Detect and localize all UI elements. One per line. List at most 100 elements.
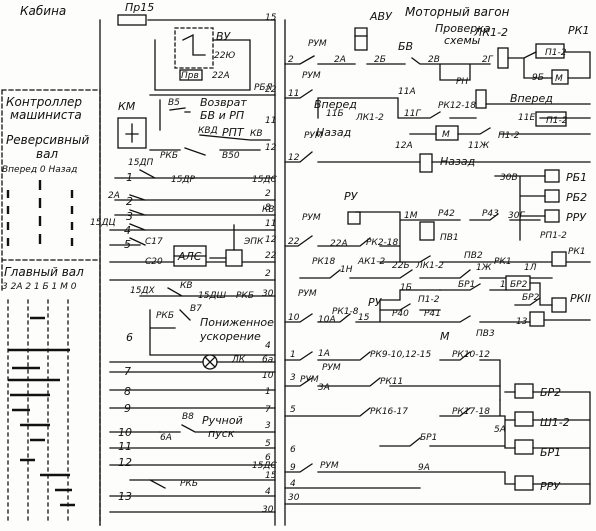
lk-label: ЛК — [231, 355, 246, 365]
wire-22yu: 22Ю — [214, 51, 235, 61]
wire-1a: 1А — [318, 349, 330, 359]
low-accel: РКБ В7 Пониженное ускорение — [149, 304, 276, 356]
rwire-5: 5 — [290, 405, 296, 415]
row-3-right: РУМ 3А РК11 — [284, 375, 501, 393]
br2-label-2: БР2 — [522, 293, 540, 303]
controller-title-1: Контроллер — [6, 95, 82, 109]
rwire-1: 1 — [290, 350, 296, 360]
main-buses — [99, 19, 286, 526]
wire-11b: 11Б — [326, 109, 344, 119]
rwire-12: 12 — [288, 153, 300, 163]
pv2-block: РК18 1Н АК1-2 22Б ЛК1-2 ПВ2 1Ж РК1 1Л — [299, 251, 567, 279]
lk12-label: ЛК1-2 — [473, 26, 508, 39]
wire-5a: 5А — [494, 425, 506, 435]
wire-11e: 11Е — [518, 113, 535, 123]
wire-10: 10 — [262, 371, 274, 381]
reverser-title-1: Реверсивный — [6, 133, 89, 147]
wire-15ds-1: 15ДС — [252, 175, 277, 185]
row-10-right: РУМ 10А РК1-8 РУ 15 1Б П1-2 Р40 Р41 М ПВ… — [284, 283, 591, 343]
wire-15dc: 15ДЦ — [90, 218, 115, 228]
m-label-2: М — [442, 130, 450, 140]
km-block: КМ — [117, 100, 147, 149]
wire-1: 1 — [265, 387, 271, 397]
wire-2-a: 2 — [265, 189, 271, 199]
p12-label-3: П1-2 — [498, 131, 520, 141]
rwire-4: 4 — [290, 479, 296, 489]
rk1718-label: РК17-18 — [452, 407, 490, 417]
kvd-label: КВД — [198, 126, 218, 136]
v8-label: В8 — [182, 412, 194, 422]
mainshaft-title: Главный вал — [4, 265, 84, 279]
rk218-label: РК2-18 — [366, 238, 399, 248]
rb-column: 30В РБ1 РБ2 РРУ — [494, 169, 587, 241]
p43-label: Р43 — [482, 209, 499, 219]
mainshaft-scale: 3 2А 2 1 Б 1 М 0 — [2, 282, 77, 292]
wire-15ds-2: 15ДС — [252, 461, 277, 471]
wire-15: 15 — [265, 13, 277, 23]
rwire-22: 22 — [288, 237, 300, 247]
wire-15-b: 15 — [265, 471, 277, 481]
rk18-label-2: РК1-8 — [332, 307, 359, 317]
rkb-label-4: РКБ — [180, 479, 198, 489]
wire-1n: 1Н — [340, 265, 353, 275]
wire-22a-top: 22А — [212, 71, 230, 81]
mainshaft-dashes — [7, 299, 75, 521]
wire-2b: 2Б — [374, 55, 386, 65]
reverser-positions: Вперед 0 Назад — [2, 165, 77, 175]
row-numbers: 1 2 3 4 5 6 7 8 9 10 11 12 13 — [118, 171, 133, 503]
bottom-left: 15ДС РКБ — [109, 461, 277, 513]
ru-label-2: РУ — [368, 296, 383, 309]
p41-label: Р41 — [424, 309, 441, 319]
als-epk: КВ С17 С20 АЛС ЭПК — [145, 205, 275, 267]
reverser-title-2: вал — [36, 147, 58, 161]
wire-2g: 2Г — [482, 55, 494, 65]
manual-start: В8 6А Ручной пуск — [159, 412, 276, 443]
wire-3a: 3А — [318, 383, 330, 393]
wire-22b: 22Б — [392, 261, 410, 271]
wire-1zh: 1Ж — [476, 263, 492, 273]
ak12-label: АК1-2 — [357, 257, 386, 267]
kv-label-3: КВ — [180, 281, 193, 291]
v50-label: В50 — [222, 151, 240, 161]
wire-7: 7 — [265, 405, 271, 415]
rpt-label: РПТ — [222, 126, 245, 139]
rb1-label: РБ1 — [566, 171, 587, 184]
wire-22-a: 22 — [265, 85, 277, 95]
rum-label-3: РУМ — [304, 131, 323, 141]
cab-header: Кабина — [20, 4, 66, 18]
check-header-1: Проверка — [435, 22, 491, 35]
ru-block: РУМ РУ 22А РК2-18 1М ПВ1 Р42 Р43 30Г РП1… — [284, 190, 591, 263]
p12-label-1: П1-2 — [545, 48, 567, 58]
nazad-contact-label: Назад — [316, 126, 351, 139]
row-1-right: 1А РУМ РК9-10,12-15 РК10-12 — [284, 349, 501, 401]
rru-label-2: РРУ — [540, 480, 561, 493]
wire-6: 6 — [265, 453, 271, 463]
rwire-10: 10 — [288, 313, 300, 323]
wire-9a: 9А — [418, 463, 430, 473]
vozvrat-block: В5 Возврат БВ и РП КВД РПТ КВ РБЛ — [149, 83, 276, 141]
pv2-label: ПВ2 — [464, 251, 483, 261]
rum-label-1: РУМ — [308, 39, 327, 49]
bus-wire-numbers-left: 15 22 11 12 2 8 11 12 22 2 30 4 6а 10 1 … — [262, 13, 277, 515]
rk910-label: РК9-10,12-15 — [370, 350, 432, 360]
low-accel-label-2: ускорение — [199, 330, 261, 343]
sh12-label: Ш1-2 — [540, 416, 570, 429]
wire-15dp: 15ДП — [128, 158, 153, 168]
wire-1b: 1Б — [400, 283, 412, 293]
wire-30-b: 30 — [262, 505, 274, 515]
rp12-label: РП1-2 — [540, 231, 567, 241]
row-8: 8 — [124, 385, 131, 398]
rkb-v50: РКБ В50 — [149, 147, 261, 161]
rk1-label-2: РК1 — [494, 257, 512, 267]
rum-label-8: РУМ — [320, 461, 339, 471]
bv-label: БВ — [398, 40, 413, 53]
wire-30v: 30В — [500, 173, 518, 183]
controller-frame — [1, 89, 101, 526]
manual-start-label-2: пуск — [208, 427, 235, 440]
fuse-pr15: Пр15 — [117, 1, 154, 26]
wire-30: 30 — [262, 289, 274, 299]
rkb-row-30: 15ДХ КВ 15ДШ РКБ — [130, 281, 276, 301]
br-block: БР1 1Д БР2 БР2 РКII — [439, 275, 591, 313]
vu-block: ВУ 22Ю Прв 22А — [154, 27, 251, 91]
row-2: 2 — [126, 195, 133, 208]
